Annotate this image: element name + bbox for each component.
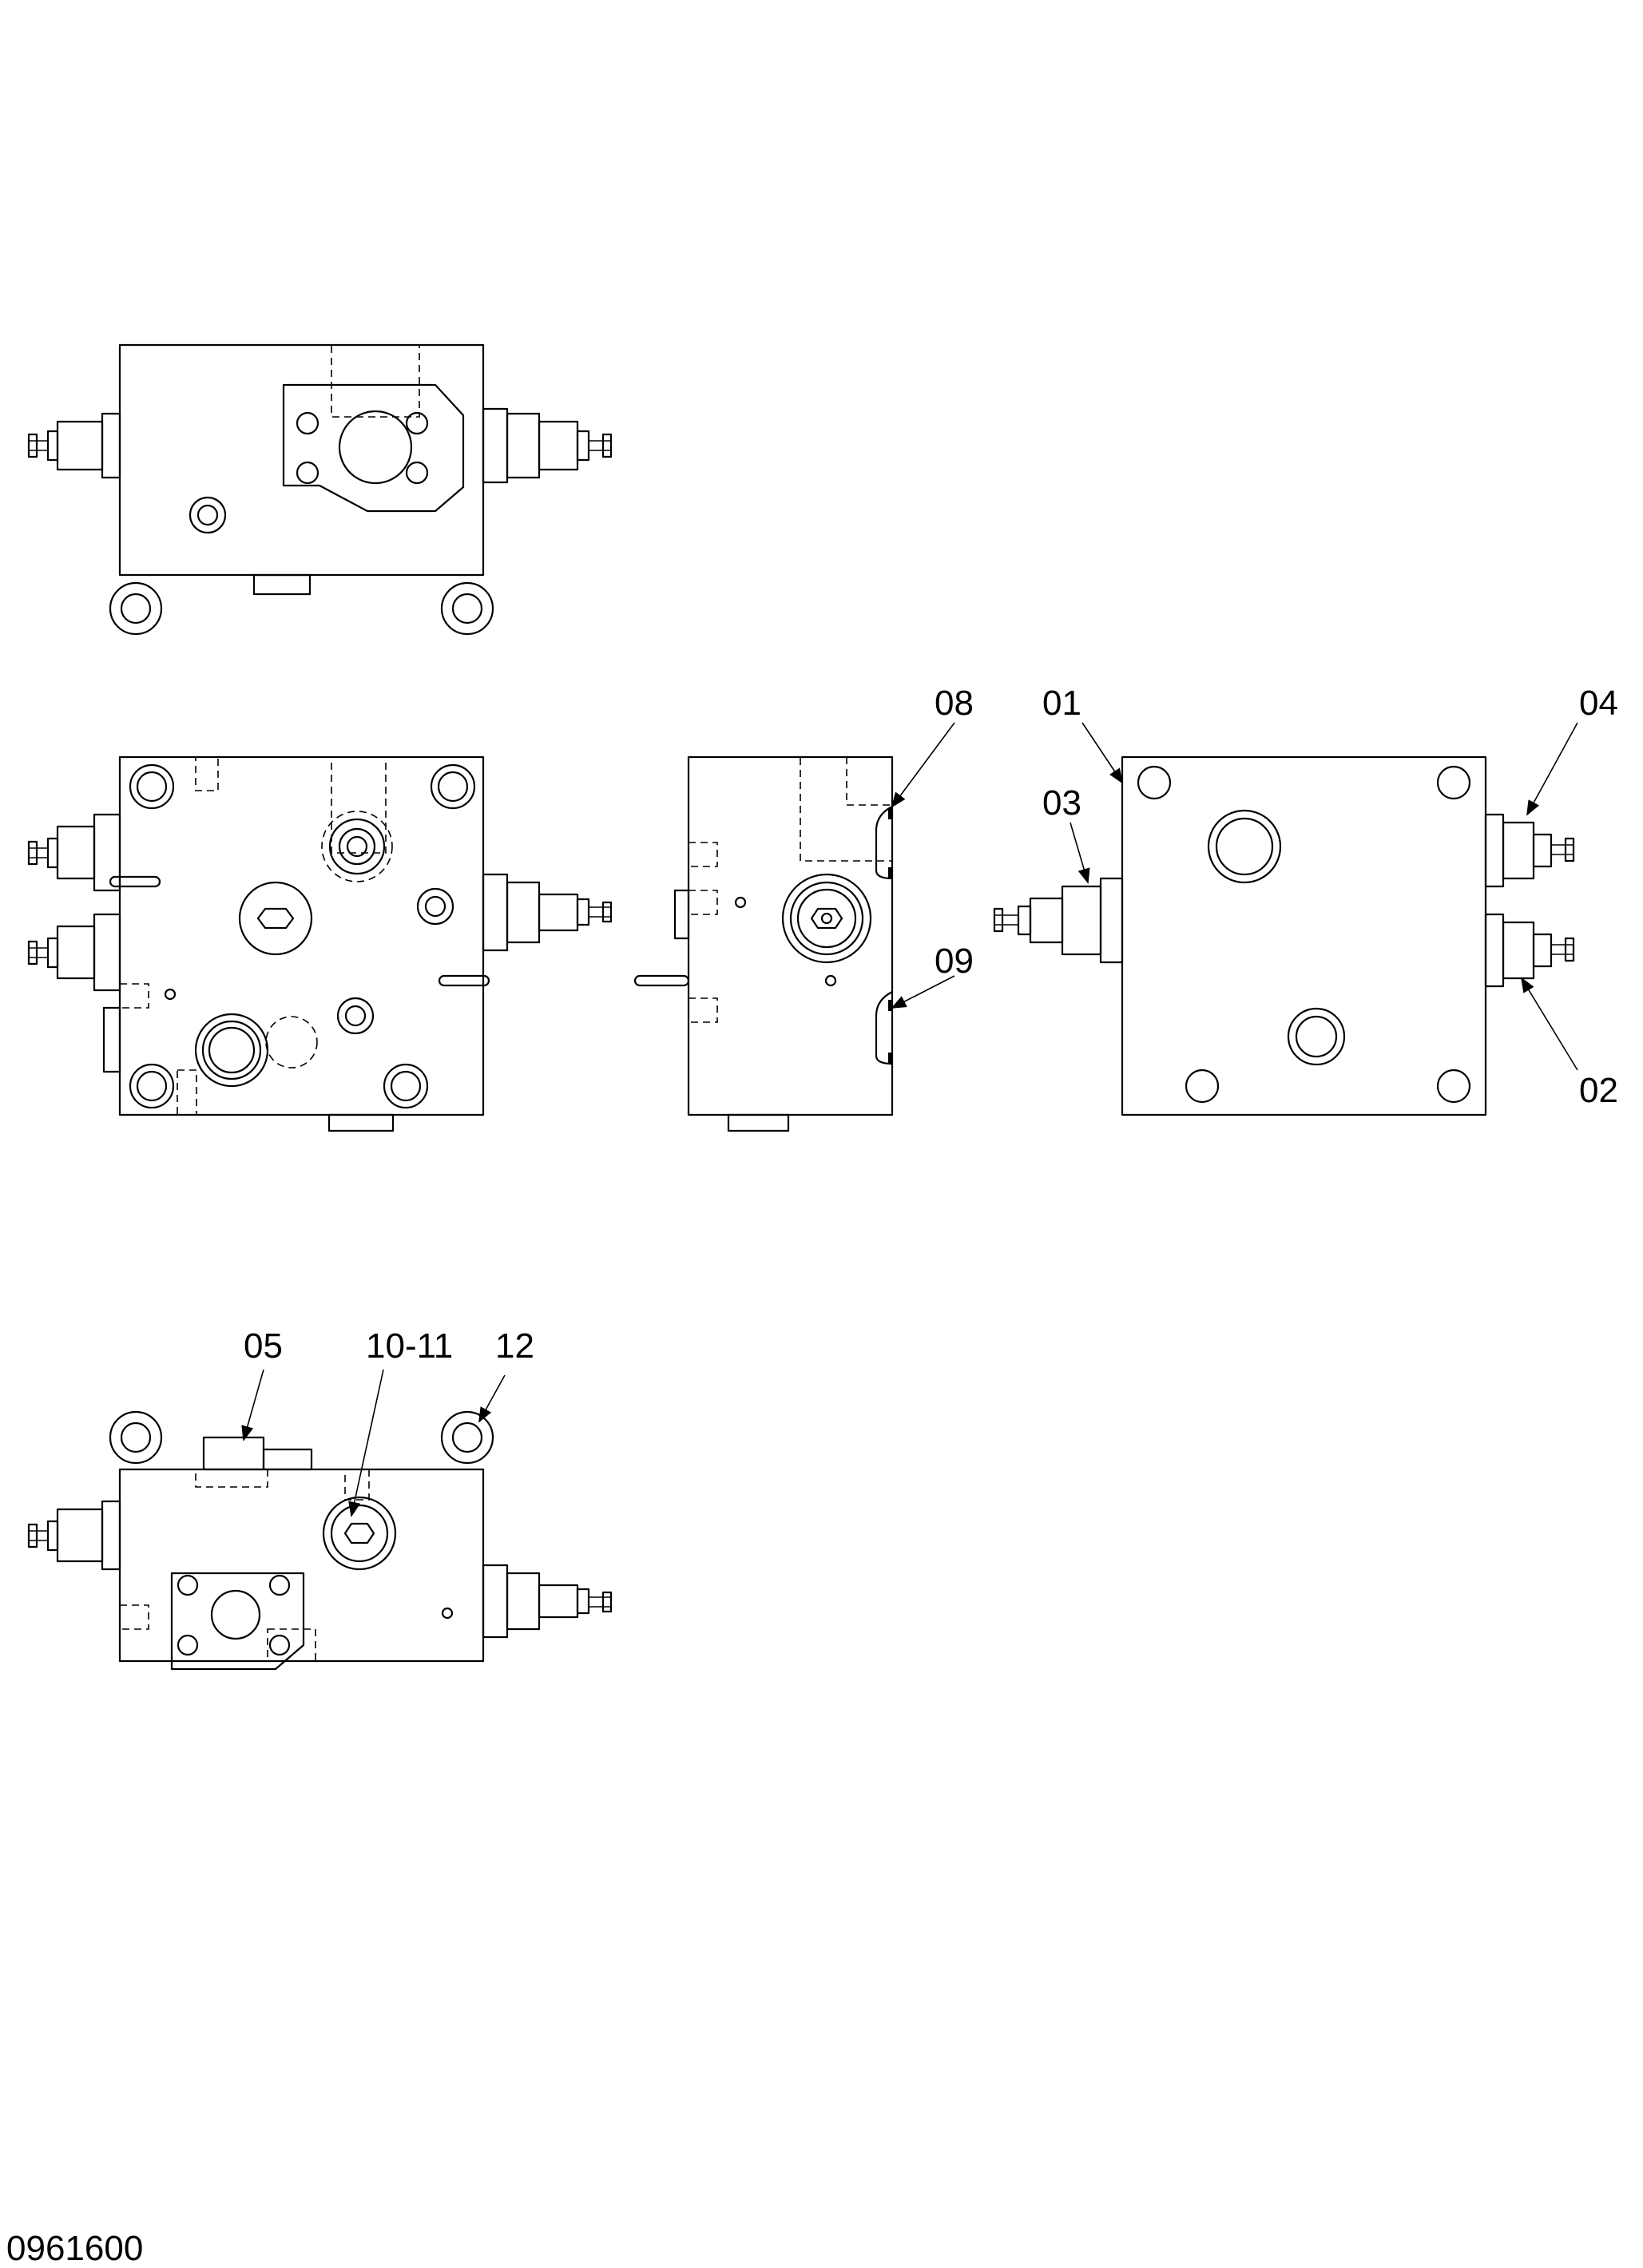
label-10-11: 10-11 [366, 1326, 453, 1366]
top-view [27, 343, 613, 636]
label-04: 04 [1579, 684, 1618, 723]
label-12: 12 [495, 1326, 534, 1366]
part-labels: 08 09 01 03 04 02 05 10-11 12 [244, 684, 1618, 1366]
front-view [27, 755, 613, 1132]
side-view [633, 755, 894, 1132]
label-03: 03 [1042, 783, 1081, 823]
label-02: 02 [1579, 1071, 1618, 1110]
bottom-view [27, 1410, 613, 1671]
label-08: 08 [935, 684, 974, 723]
label-01: 01 [1042, 684, 1081, 723]
drawing-number: 0961600 [6, 2229, 143, 2268]
rear-view [993, 755, 1575, 1116]
leader-lines [241, 722, 1578, 1517]
label-09: 09 [935, 942, 974, 981]
label-05: 05 [244, 1326, 283, 1366]
